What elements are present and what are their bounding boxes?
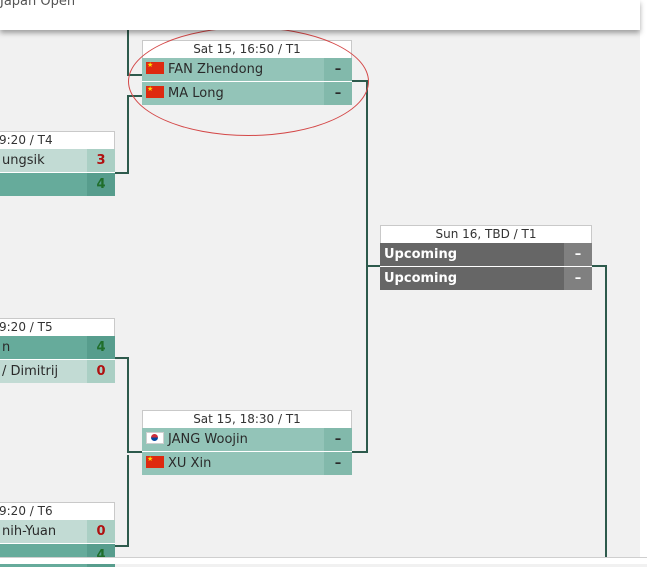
player-row[interactable]: nih-Yuan 0 bbox=[0, 520, 115, 543]
bottom-edge bbox=[0, 557, 647, 564]
bracket-line bbox=[127, 451, 142, 453]
bracket-line bbox=[127, 95, 129, 174]
player-name: Upcoming bbox=[384, 247, 458, 262]
player-name: XU Xin bbox=[168, 456, 212, 471]
player-name: JANG Woojin bbox=[168, 432, 248, 447]
china-flag-icon bbox=[146, 453, 164, 468]
player-score: 0 bbox=[87, 520, 115, 543]
match-card-round1-b[interactable]: 9:20 / T5 n 4 / Dimitrij 0 bbox=[0, 318, 115, 383]
tournament-title: Japan Open bbox=[0, 0, 76, 9]
bracket-line bbox=[127, 455, 129, 547]
match-card-semifinal-2[interactable]: Sat 15, 18:30 / T1 JANG Woojin – XU Xin … bbox=[142, 410, 352, 475]
player-name: ungsik bbox=[2, 153, 45, 168]
bracket-line bbox=[366, 265, 380, 267]
player-name bbox=[0, 173, 2, 196]
player-name: / Dimitrij bbox=[2, 364, 59, 379]
player-name: nih-Yuan bbox=[2, 524, 57, 539]
player-score: – bbox=[324, 428, 352, 451]
match-header: Sun 16, TBD / T1 bbox=[380, 225, 592, 243]
header-bar: Japan Open bbox=[0, 0, 640, 30]
player-row[interactable]: ungsik 3 bbox=[0, 149, 115, 172]
match-card-final[interactable]: Sun 16, TBD / T1 Upcoming – Upcoming – bbox=[380, 225, 592, 290]
player-score: 4 bbox=[87, 336, 115, 359]
player-score: – bbox=[564, 267, 592, 290]
player-row[interactable]: / Dimitrij 0 bbox=[0, 359, 115, 383]
player-row-jang-woojin[interactable]: JANG Woojin – bbox=[142, 428, 352, 451]
match-header: 9:20 / T5 bbox=[0, 318, 115, 336]
bracket-line bbox=[605, 265, 607, 557]
bracket-line bbox=[115, 357, 129, 359]
match-header: 9:20 / T4 bbox=[0, 131, 115, 149]
bracket-line bbox=[115, 172, 129, 174]
player-score: 4 bbox=[87, 173, 115, 196]
page-edge bbox=[640, 0, 647, 563]
bracket-line bbox=[127, 30, 129, 74]
player-score: – bbox=[564, 243, 592, 266]
player-row[interactable]: n 4 bbox=[0, 336, 115, 359]
player-name: Upcoming bbox=[384, 271, 458, 286]
bracket-line bbox=[127, 357, 129, 451]
player-score: 0 bbox=[87, 360, 115, 383]
player-row[interactable]: 4 bbox=[0, 172, 115, 196]
player-row-upcoming[interactable]: Upcoming – bbox=[380, 243, 592, 266]
player-name: n bbox=[2, 340, 11, 355]
player-row-upcoming[interactable]: Upcoming – bbox=[380, 266, 592, 290]
player-score: 3 bbox=[87, 149, 115, 172]
match-header: Sat 15, 18:30 / T1 bbox=[142, 410, 352, 428]
player-score: – bbox=[324, 452, 352, 475]
korea-flag-icon bbox=[146, 432, 164, 444]
match-card-round1-a[interactable]: 9:20 / T4 ungsik 3 4 bbox=[0, 131, 115, 196]
match-header: 9:20 / T6 bbox=[0, 502, 115, 520]
player-row-xu-xin[interactable]: XU Xin – bbox=[142, 451, 352, 475]
bracket-line bbox=[115, 545, 129, 547]
bracket-line bbox=[592, 265, 607, 267]
bracket-line bbox=[352, 451, 368, 453]
highlight-ellipse bbox=[128, 27, 369, 136]
